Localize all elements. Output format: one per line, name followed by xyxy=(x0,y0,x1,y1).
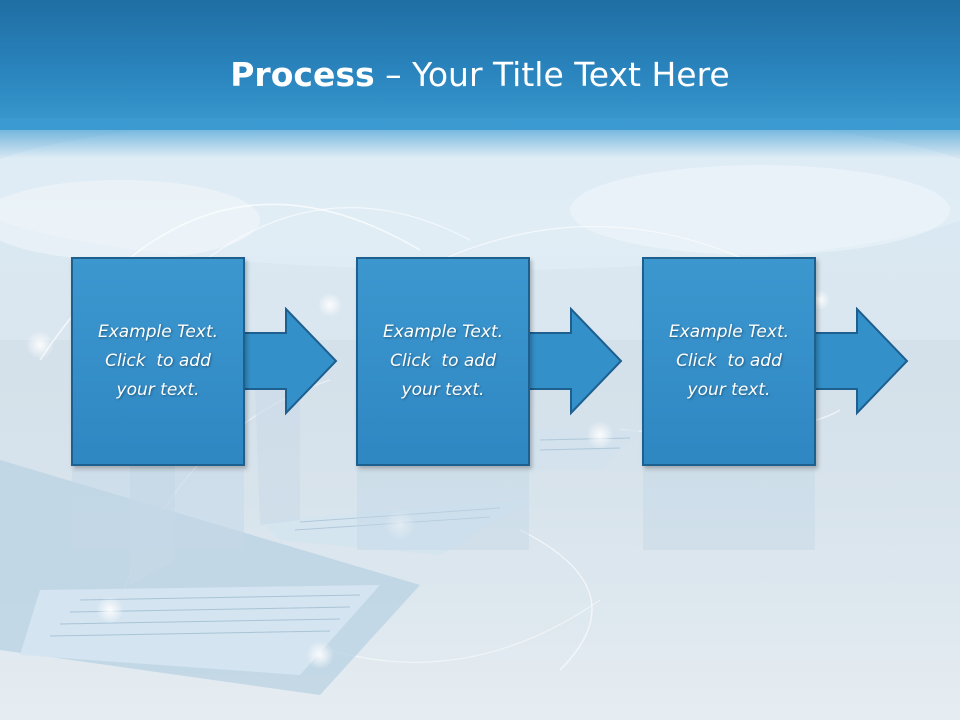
step-1-box[interactable]: Example Text. Click to add your text. xyxy=(71,257,245,466)
step-2-box[interactable]: Example Text. Click to add your text. xyxy=(356,257,530,466)
title-bold-part: Process xyxy=(230,55,375,94)
step-3-arrow-shape[interactable] xyxy=(811,307,911,417)
step-3-line-2: Click to add xyxy=(676,351,782,371)
step-1-text: Example Text. Click to add your text. xyxy=(98,318,218,405)
step-3-line-3: your text. xyxy=(687,380,771,400)
step-3-box[interactable]: Example Text. Click to add your text. xyxy=(642,257,816,466)
step-2-line-1: Example Text. xyxy=(382,322,504,342)
step-1-line-3: your text. xyxy=(116,380,200,400)
step-3-text: Example Text. Click to add your text. xyxy=(669,318,789,405)
step-3-line-1: Example Text. xyxy=(668,322,790,342)
step-2-line-3: your text. xyxy=(401,380,485,400)
title-bar-glow xyxy=(0,118,960,158)
title-bar xyxy=(0,0,960,130)
title-rest-part: – Your Title Text Here xyxy=(374,55,730,94)
step-2-line-2: Click to add xyxy=(390,351,496,371)
step-1-line-2: Click to add xyxy=(105,351,211,371)
step-2-arrow-shape[interactable] xyxy=(525,307,625,417)
step-2-text: Example Text. Click to add your text. xyxy=(383,318,503,405)
step-1-arrow-shape[interactable] xyxy=(240,307,340,417)
slide-title[interactable]: Process – Your Title Text Here xyxy=(0,52,960,98)
step-1-line-1: Example Text. xyxy=(97,322,219,342)
